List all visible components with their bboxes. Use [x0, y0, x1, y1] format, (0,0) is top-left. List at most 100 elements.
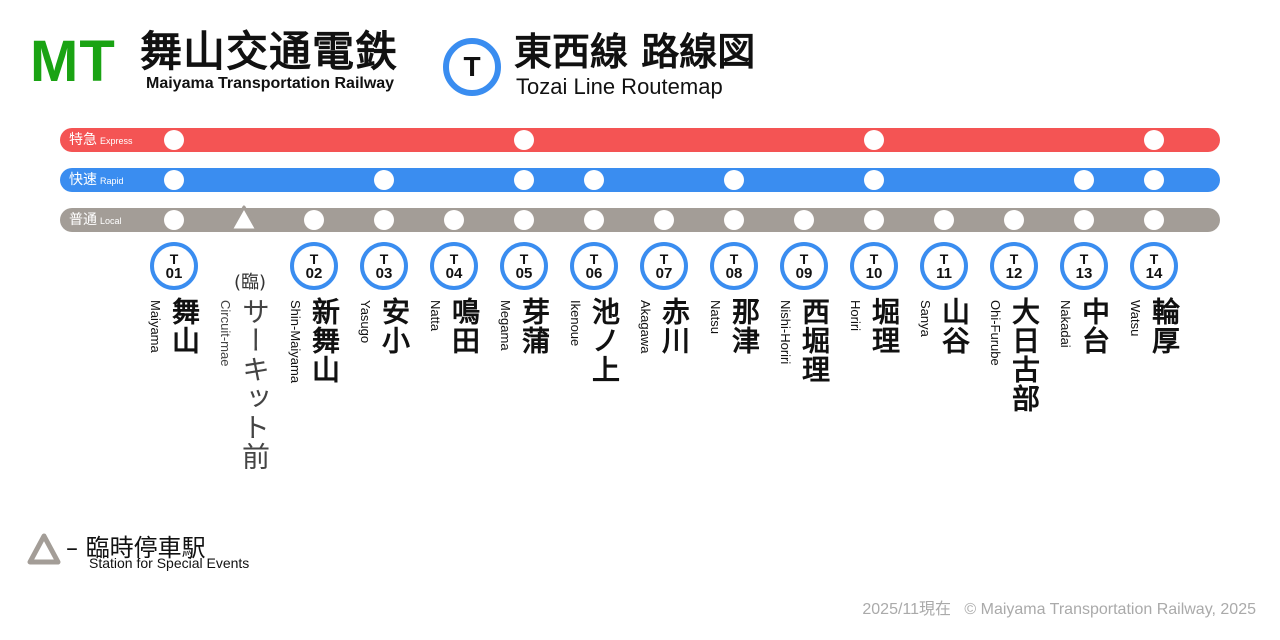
company-name-ja: 舞山交通電鉄	[140, 27, 399, 76]
legend-triangle-icon	[27, 533, 61, 565]
stop-marker-local-t09	[794, 210, 814, 230]
station-name-ja: 鳴田	[448, 297, 481, 355]
stop-marker-express-t05	[514, 130, 534, 150]
station-name-ja: 芽蒲	[518, 297, 551, 355]
station-number: 11	[936, 265, 952, 282]
station-name-ja: 堀理	[868, 297, 901, 355]
station-line-letter: T	[1079, 251, 1089, 267]
stop-marker-local-t06	[584, 210, 604, 230]
station-name-ja: 西堀理	[798, 297, 831, 384]
special-stop-triangle-icon	[229, 205, 259, 232]
station-name-en: Circuit-mae	[218, 300, 233, 367]
service-label-en: Express	[100, 136, 133, 146]
station-line-letter: T	[379, 251, 389, 267]
stop-marker-express-t01	[164, 130, 184, 150]
line-symbol-letter: T	[463, 51, 481, 82]
stop-marker-local-t05	[514, 210, 534, 230]
station-line-letter: T	[519, 251, 529, 267]
station-name-en: Shin-Maiyama	[288, 300, 303, 384]
station-line-letter: T	[869, 251, 879, 267]
station-name-ja: 赤川	[658, 297, 691, 355]
stop-marker-rapid-t06	[584, 170, 604, 190]
stop-marker-local-t12	[1004, 210, 1024, 230]
station-number: 05	[515, 265, 533, 282]
station-name-ja: 新舞山	[308, 297, 341, 384]
station-line-letter: T	[1009, 251, 1019, 267]
station-name-ja: サーキット前	[238, 297, 271, 471]
station-name-en: Ohi-Furube	[988, 300, 1003, 366]
station-name-en: Nakadai	[1058, 300, 1073, 348]
legend-dash: –	[66, 534, 78, 562]
station-number: 08	[725, 265, 743, 282]
station-number: 03	[375, 265, 393, 282]
stop-marker-rapid-t05	[514, 170, 534, 190]
footer-date: 2025/11現在	[862, 601, 952, 618]
stop-marker-rapid-t10	[864, 170, 884, 190]
station-line-letter: T	[1149, 251, 1159, 267]
station-line-letter: T	[589, 251, 599, 267]
station-name-ja: 舞山	[168, 297, 201, 355]
stop-marker-rapid-t08	[724, 170, 744, 190]
station-number: 13	[1075, 265, 1093, 282]
station-name-ja: 輪厚	[1148, 297, 1181, 355]
stop-marker-local-t02	[304, 210, 324, 230]
service-label-en: Local	[100, 216, 122, 226]
station-name-en: Yasugo	[358, 300, 373, 344]
legend-label-ja: – 臨時停車駅	[66, 528, 206, 563]
company-name-en: Maiyama Transportation Railway	[146, 75, 395, 92]
station-name-en: Megama	[498, 300, 513, 351]
stop-marker-local-t10	[864, 210, 884, 230]
station-name-en: Maiyama	[148, 300, 163, 353]
stop-marker-local-t13	[1074, 210, 1094, 230]
station-name-en: Natsu	[708, 300, 723, 334]
line-title-ja: 東西線 路線図	[514, 30, 756, 74]
stop-marker-local-t03	[374, 210, 394, 230]
station-number: 10	[865, 265, 883, 282]
legend-text-ja: 臨時停車駅	[85, 534, 206, 562]
station-line-letter: T	[169, 251, 179, 267]
line-symbol-icon: T	[443, 38, 501, 96]
station-name-ja: 那津	[728, 297, 761, 355]
station-name-ja: 安小	[378, 297, 411, 355]
stop-marker-local-t14	[1144, 210, 1164, 230]
station-number: 06	[585, 265, 603, 282]
station-number: 07	[655, 265, 673, 282]
station-name-en: Nishi-Horiri	[778, 300, 793, 365]
station-name-en: Natta	[428, 300, 443, 332]
station-number: 12	[1005, 265, 1023, 282]
station-line-letter: T	[659, 251, 669, 267]
stop-marker-express-t14	[1144, 130, 1164, 150]
legend-label-en: Station for Special Events	[89, 555, 250, 571]
stop-marker-rapid-t03	[374, 170, 394, 190]
station-number: 09	[795, 265, 813, 282]
stop-marker-local-t01	[164, 210, 184, 230]
station-name-en: Watsu	[1128, 300, 1143, 337]
station-name-ja: 山谷	[938, 297, 971, 355]
service-label-ja: 快速	[69, 172, 97, 188]
station-name-ja: 大日古部	[1008, 297, 1041, 413]
service-label-ja: 普通	[69, 212, 97, 228]
stop-marker-local-t07	[654, 210, 674, 230]
stop-marker-rapid-t14	[1144, 170, 1164, 190]
station-number: 14	[1145, 265, 1163, 282]
stop-marker-rapid-t13	[1074, 170, 1094, 190]
station-number: 02	[305, 265, 323, 282]
station-name-en: Ikenoue	[568, 300, 583, 347]
